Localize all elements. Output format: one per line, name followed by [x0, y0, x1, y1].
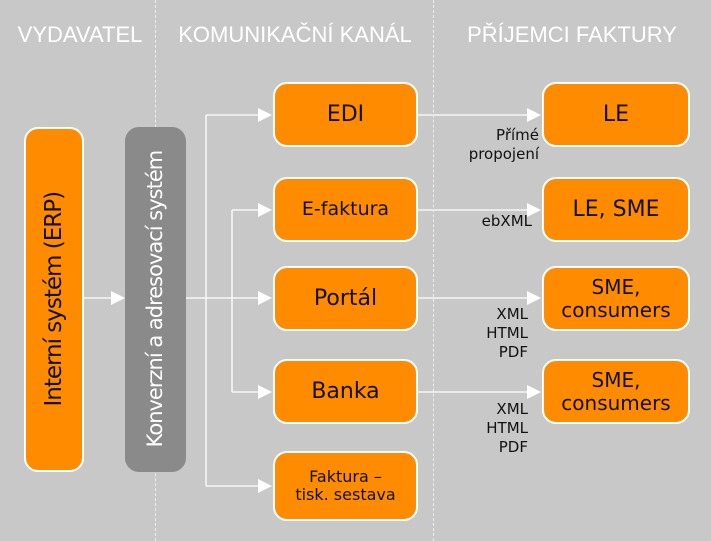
arrowhead-le: [527, 108, 541, 122]
protocol-edi-line2: propojení: [468, 144, 539, 163]
protocol-efaktura-line1: ebXML: [481, 212, 532, 230]
recipient-le-sme-box: LE, SME: [542, 177, 690, 242]
channel-efaktura-box: E-faktura: [273, 177, 418, 242]
protocol-efaktura: ebXML: [482, 212, 532, 231]
conversion-system-label: Konverzní a adresovací systém: [143, 151, 168, 448]
recipient-sme-label-2: SME,: [591, 367, 641, 392]
channel-banka-box: Banka: [273, 359, 418, 424]
arrowhead-lesme: [527, 203, 541, 217]
channel-efaktura-label: E-faktura: [301, 197, 390, 220]
arrowhead-print: [258, 479, 272, 493]
erp-system-box: Interní systém (ERP): [24, 127, 84, 472]
protocol-portal-line1: XML: [496, 305, 528, 323]
recipient-sme-label-1: SME,: [591, 274, 641, 299]
recipient-consumers-label-2: consumers: [561, 390, 671, 415]
protocol-edi: Přímé propojení: [469, 126, 539, 164]
header-issuer: VYDAVATEL: [17, 22, 143, 47]
protocol-portal-line3: PDF: [498, 342, 528, 361]
header-recipients: PŘÍJEMCI FAKTURY: [467, 22, 677, 47]
channel-portal-box: Portál: [273, 266, 418, 331]
conversion-system-box: Konverzní a adresovací systém: [125, 127, 186, 472]
recipient-consumers-label-1: consumers: [561, 297, 671, 322]
channel-banka-label: Banka: [311, 378, 380, 404]
column-divider-right: [433, 0, 434, 541]
channel-print-label-line2: tisk. sestava: [295, 485, 396, 504]
header-channel: KOMUNIKAČNÍ KANÁL: [178, 22, 412, 47]
channel-portal-label: Portál: [313, 285, 378, 311]
recipient-le-sme-label: LE, SME: [572, 196, 660, 222]
arrowhead-banka: [258, 385, 272, 399]
recipient-sme-consumers-box-1: SME, consumers: [542, 266, 690, 331]
channel-edi-box: EDI: [273, 82, 418, 147]
protocol-banka: XML HTML PDF: [486, 400, 528, 456]
arrowhead-sme-2: [527, 385, 541, 399]
arrowhead-portal: [258, 291, 272, 305]
erp-system-label: Interní systém (ERP): [40, 192, 67, 407]
channel-print-box: Faktura – tisk. sestava: [273, 451, 418, 521]
protocol-banka-line3: PDF: [498, 437, 528, 456]
arrowhead-edi: [258, 108, 272, 122]
protocol-portal-line2: HTML: [486, 323, 528, 342]
recipient-le-label: LE: [602, 101, 630, 127]
recipient-le-box: LE: [542, 82, 690, 147]
protocol-banka-line2: HTML: [486, 418, 528, 437]
protocol-banka-line1: XML: [496, 400, 528, 418]
arrowhead-conversion: [111, 291, 125, 305]
recipient-sme-consumers-box-2: SME, consumers: [542, 359, 690, 424]
channel-print-label-line1: Faktura –: [309, 466, 382, 486]
protocol-portal: XML HTML PDF: [486, 305, 528, 361]
channel-edi-label: EDI: [326, 101, 365, 127]
arrowhead-efaktura: [258, 203, 272, 217]
protocol-edi-line1: Přímé: [496, 126, 539, 144]
arrowhead-sme-1: [527, 291, 541, 305]
